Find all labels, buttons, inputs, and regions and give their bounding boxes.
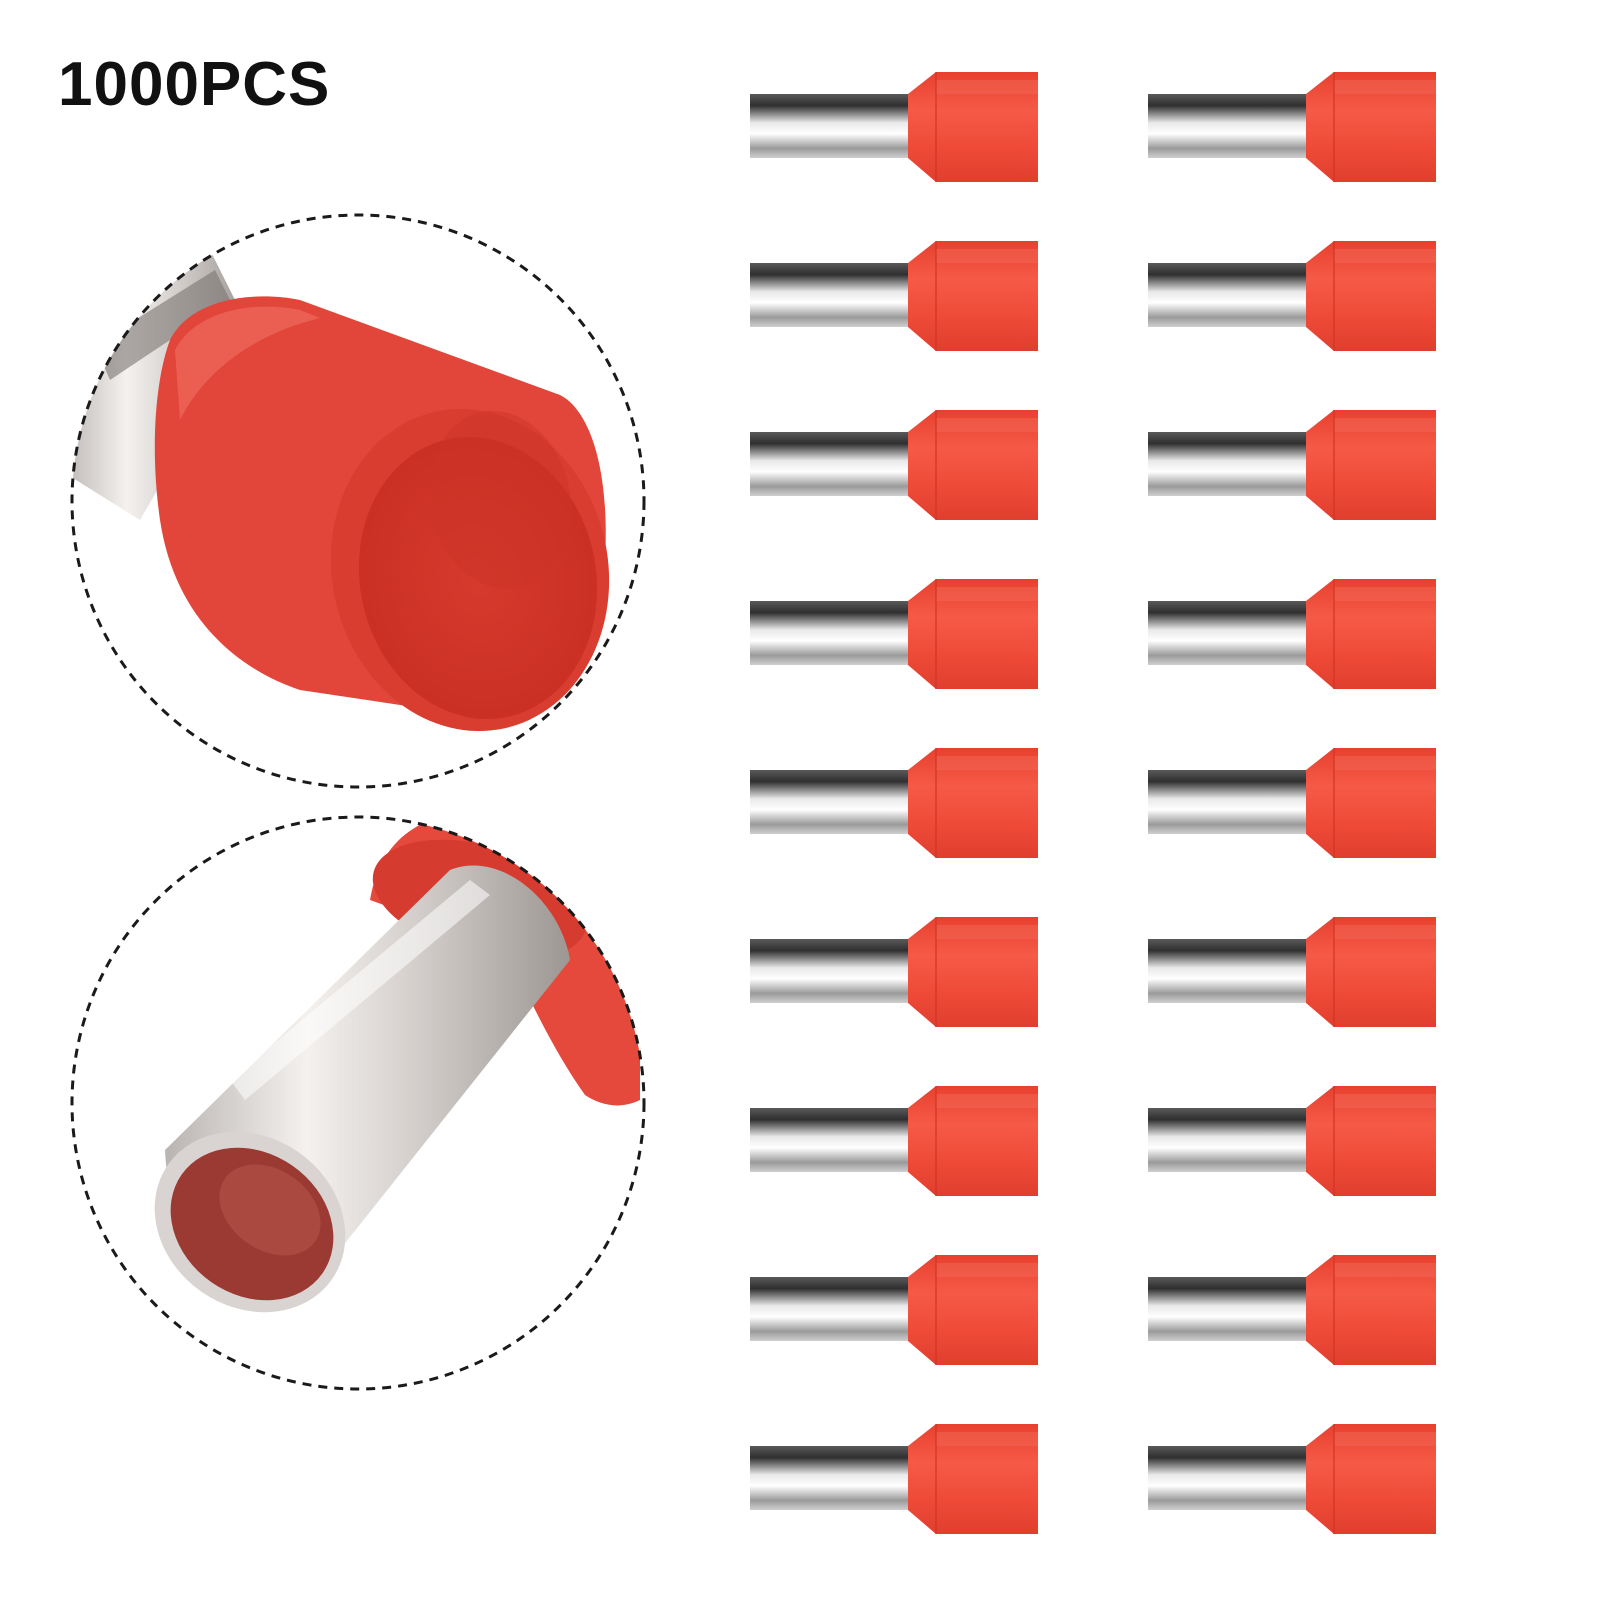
ferrule-item <box>1148 1086 1436 1196</box>
ferrule-metal-tube <box>1148 1277 1310 1341</box>
quantity-label: 1000PCS <box>58 50 331 119</box>
ferrule-metal-tube <box>1148 1108 1310 1172</box>
ferrule-metal-tube <box>1148 263 1310 327</box>
ferrule-red-sleeve <box>908 410 1038 520</box>
ferrule-red-sleeve <box>908 1086 1038 1196</box>
ferrule-metal-tube <box>1148 1446 1310 1510</box>
ferrule-red-sleeve <box>908 72 1038 182</box>
ferrule-item <box>750 917 1038 1027</box>
ferrule-item <box>750 72 1038 182</box>
ferrule-item <box>1148 410 1436 520</box>
metal-tube-closeup <box>70 815 646 1391</box>
ferrule-red-sleeve <box>1306 579 1436 689</box>
ferrule-red-sleeve <box>1306 1086 1436 1196</box>
sleeve-closeup <box>70 213 646 789</box>
ferrule-metal-tube <box>750 1446 912 1510</box>
ferrule-red-sleeve <box>908 1255 1038 1365</box>
ferrule-item <box>1148 1424 1436 1534</box>
ferrule-item <box>750 1255 1038 1365</box>
ferrule-red-sleeve <box>1306 1424 1436 1534</box>
ferrule-item <box>1148 748 1436 858</box>
ferrule-metal-tube <box>1148 939 1310 1003</box>
magnifier-circle-icon <box>70 815 646 1391</box>
ferrule-metal-tube <box>1148 601 1310 665</box>
ferrule-metal-tube <box>750 432 912 496</box>
ferrule-metal-tube <box>750 601 912 665</box>
ferrule-item <box>750 748 1038 858</box>
ferrule-red-sleeve <box>1306 917 1436 1027</box>
ferrule-metal-tube <box>750 770 912 834</box>
ferrule-red-sleeve <box>908 579 1038 689</box>
ferrule-red-sleeve <box>1306 410 1436 520</box>
ferrule-red-sleeve <box>908 748 1038 858</box>
ferrule-red-sleeve <box>1306 1255 1436 1365</box>
ferrule-red-sleeve <box>908 1424 1038 1534</box>
ferrule-red-sleeve <box>908 917 1038 1027</box>
ferrule-item <box>1148 579 1436 689</box>
ferrule-item <box>1148 241 1436 351</box>
ferrule-item <box>1148 72 1436 182</box>
ferrule-red-sleeve <box>1306 241 1436 351</box>
ferrule-item <box>750 241 1038 351</box>
ferrule-metal-tube <box>750 94 912 158</box>
ferrule-item <box>750 1086 1038 1196</box>
ferrule-red-sleeve <box>1306 72 1436 182</box>
ferrule-metal-tube <box>750 1108 912 1172</box>
ferrule-red-sleeve <box>1306 748 1436 858</box>
ferrule-item <box>1148 917 1436 1027</box>
ferrule-metal-tube <box>1148 94 1310 158</box>
ferrule-metal-tube <box>1148 432 1310 496</box>
ferrule-metal-tube <box>750 939 912 1003</box>
ferrule-item <box>750 579 1038 689</box>
ferrule-metal-tube <box>1148 770 1310 834</box>
magnifier-circle-icon <box>70 213 646 789</box>
ferrule-item <box>1148 1255 1436 1365</box>
ferrule-metal-tube <box>750 263 912 327</box>
ferrule-grid <box>750 72 1436 1534</box>
ferrule-item <box>750 1424 1038 1534</box>
ferrule-red-sleeve <box>908 241 1038 351</box>
ferrule-metal-tube <box>750 1277 912 1341</box>
ferrule-item <box>750 410 1038 520</box>
